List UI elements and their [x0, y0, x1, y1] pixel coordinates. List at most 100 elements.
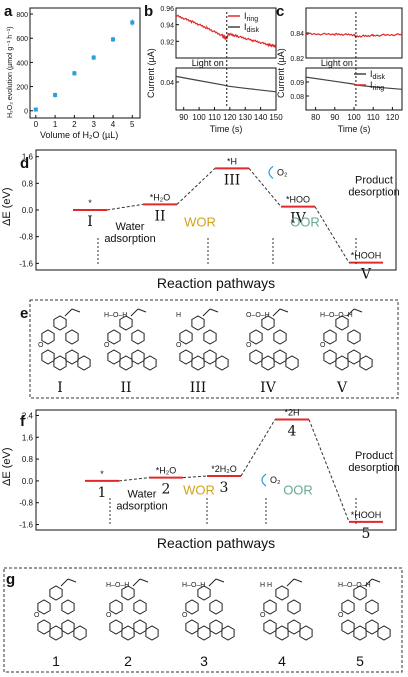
panel-label-g: g [6, 571, 15, 588]
panel-a-xtick-label: 3 [91, 120, 96, 129]
panel-d-level-label: *HOOH [351, 251, 382, 261]
structures_e-adsorbate: O–O–H [246, 312, 270, 319]
panel-f-ytick-label: -1.6 [19, 521, 33, 530]
structures_e-label: I [57, 380, 63, 396]
structures_g-oxygen-atom: O [338, 612, 344, 619]
structures_g-ring [185, 599, 199, 615]
panel-b-ytick-label: 0.96 [160, 6, 174, 13]
structures_e-vinyl-bond [137, 308, 147, 313]
panel-a-data-point [33, 107, 38, 112]
structures_e-label: V [336, 380, 348, 396]
structures_e-label: II [120, 380, 131, 396]
structures_e-ring [273, 349, 287, 365]
structures_e-ring [347, 329, 361, 345]
structures_g-ring [221, 625, 235, 641]
panel-a-ytick-label: 600 [16, 36, 28, 43]
structures_g-ring [263, 599, 277, 615]
structures_e-adsorbate: H [176, 312, 181, 319]
structures_e-ring [65, 329, 79, 345]
panel-b-upper-frame [175, 7, 277, 59]
panel-d-ylabel: ΔE (eV) [1, 187, 13, 226]
structures_g-ring [37, 599, 51, 615]
panel-a-xtick-label: 2 [72, 120, 77, 129]
panel-d-connector [176, 167, 216, 205]
panel-label-a: a [4, 3, 13, 20]
panel-label-d: d [20, 155, 29, 172]
structures_e-ring [65, 349, 79, 365]
panel-a-data-point [110, 37, 115, 42]
structures_e-adsorbate: H–O–O–H [320, 312, 353, 319]
panel-c-ytick-label: 0.08 [290, 94, 304, 101]
panel-f-connector [182, 475, 208, 479]
panel-f-connector [308, 419, 350, 523]
structures_g-ring [133, 619, 147, 635]
structures_g-ring [73, 625, 87, 641]
structures_e-ring [261, 355, 275, 371]
structures_g-ring [341, 599, 355, 615]
panel-b-xlabel: Time (s) [210, 124, 243, 134]
structures_g-ring [353, 585, 367, 601]
structures_e-oxygen-atom: O [176, 342, 182, 349]
panel-b-xtick-label: 100 [192, 113, 206, 122]
panel-f-level-label: *H₂O [156, 466, 177, 476]
structures_g-label: 5 [356, 653, 364, 669]
structures_g-label: 4 [278, 653, 286, 669]
panel-f-level-label: *2H₂O [211, 464, 237, 474]
structures_e-ring [335, 315, 349, 331]
structures_e-vinyl-bond [346, 308, 355, 317]
panel-b-light-on-label: Light on [192, 58, 224, 68]
panel-f-section-label: WOR [183, 483, 215, 498]
panel-f-connector [240, 419, 276, 477]
panel-a-xtick-label: 5 [130, 120, 135, 129]
structures_e-vinyl-bond [130, 308, 139, 317]
panel-c-xtick-label: 120 [386, 113, 400, 122]
panel-b-lower-frame [175, 67, 277, 111]
panel-b-xtick-label: 120 [223, 113, 237, 122]
structures_g-ring [275, 585, 289, 601]
panel-label-f: f [20, 413, 26, 430]
structures_e-ring [53, 355, 67, 371]
panel-a-ylabel: H₂O₂ evolution (µmol g⁻¹ h⁻¹) [7, 26, 14, 118]
structures_g-vinyl-bond [371, 578, 381, 583]
panel-e-frame [29, 299, 399, 399]
panel-b-xtick-label: 150 [269, 113, 283, 122]
panel-d-step-label: IV [290, 211, 307, 227]
panel-a-data-point [91, 55, 96, 60]
structures_e-label: III [190, 380, 207, 396]
structures_g-ring [263, 619, 277, 635]
panel-d-chart: ΔE (eV)Reaction pathways-1.6-0.80.00.81.… [1, 149, 400, 291]
structures_e-ring [215, 355, 229, 371]
structures_e-oxygen-atom: O [246, 342, 252, 349]
panel-f-level-label: * [100, 469, 104, 479]
structures_e-ring [273, 329, 287, 345]
panel-d-section-label: WOR [184, 215, 216, 230]
structures_g-ring [185, 619, 199, 635]
panel-b-xtick-label: 110 [208, 113, 221, 122]
panel-b-ytick-label: 0.94 [160, 23, 174, 30]
structures_e-ring [107, 329, 121, 345]
structures_g-label: 3 [200, 653, 208, 669]
structures_g-ring [365, 619, 379, 635]
panel-d-ytick-label: 0.0 [22, 206, 34, 215]
structures_e-ring [335, 355, 349, 371]
panel-a-ytick-label: 400 [16, 60, 28, 67]
panel-c-ytick-label: 0.09 [290, 80, 304, 87]
panel-c-legend-label: Iring [370, 80, 384, 92]
panel-c-disk-series [305, 76, 403, 90]
panel-f-frame [35, 409, 397, 531]
structures_e-label: IV [260, 380, 277, 396]
panel-d-connector [106, 203, 144, 211]
structures_e-vinyl-bond [209, 308, 219, 313]
panel-a-frame [29, 7, 141, 119]
panel-f-ytick-label: -0.8 [19, 499, 33, 508]
panel-f-chart: ΔE (eV)Reaction pathways-1.6-0.80.00.81.… [1, 408, 400, 551]
structures_g-label: 2 [124, 653, 132, 669]
panel-a-xlabel: Volume of H₂O (µL) [40, 130, 118, 140]
panel-a-chart: H₂O₂ evolution (µmol g⁻¹ h⁻¹) Volume of … [7, 7, 141, 140]
structures_g-vinyl-bond [67, 578, 77, 583]
structures_g-vinyl-bond [293, 578, 303, 583]
